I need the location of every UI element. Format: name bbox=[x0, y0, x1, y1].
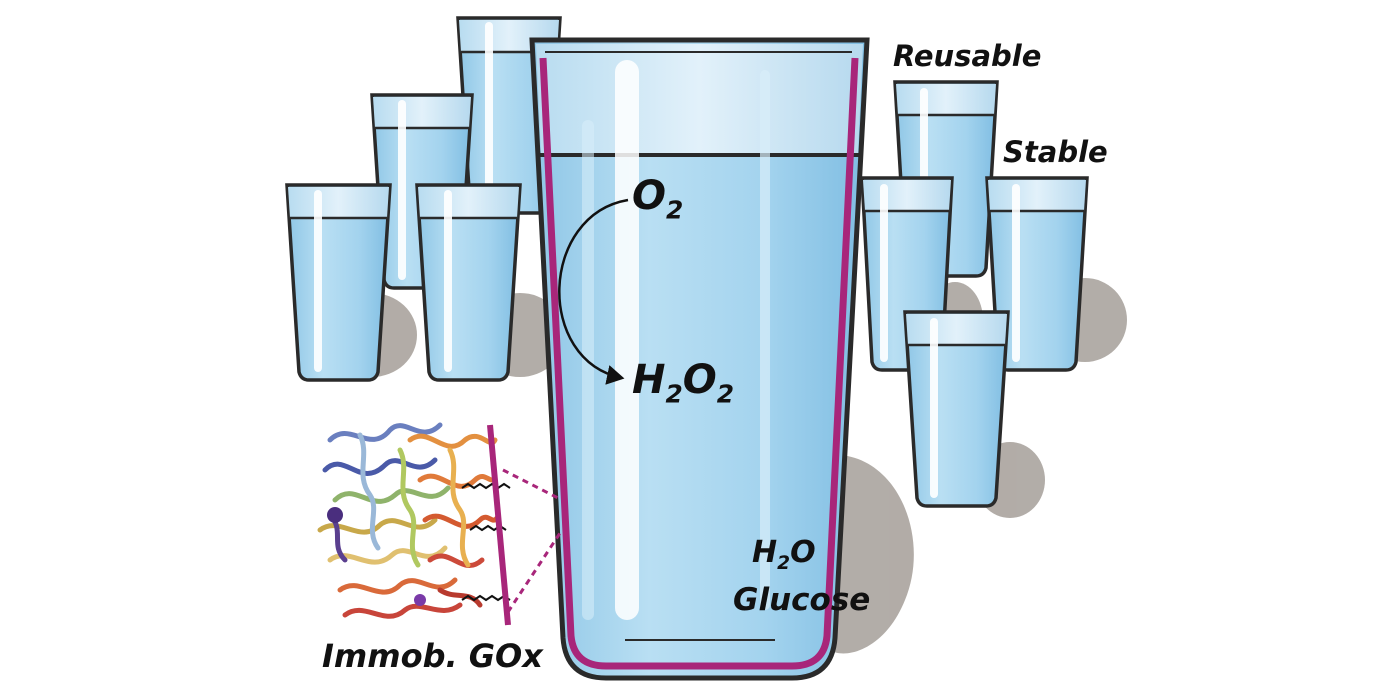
small-glass-left-front bbox=[285, 183, 392, 382]
small-glass-right-front bbox=[903, 310, 1010, 508]
large-glass bbox=[529, 37, 870, 681]
label-water: H2O bbox=[752, 535, 816, 575]
gox-enzyme-structure bbox=[317, 422, 500, 619]
reaction-arrow bbox=[558, 198, 629, 385]
small-glass-center-left bbox=[415, 183, 522, 382]
label-stable: Stable bbox=[1003, 135, 1108, 169]
zoom-guide-lines bbox=[502, 468, 564, 613]
gox-coating-layer bbox=[539, 57, 859, 670]
label-immobilized-gox: Immob. GOx bbox=[322, 637, 543, 675]
label-oxygen: O2 bbox=[632, 173, 684, 225]
label-reusable: Reusable bbox=[893, 39, 1042, 73]
small-glass-right-mid-right bbox=[985, 176, 1089, 372]
label-hydrogen-peroxide: H2O2 bbox=[632, 357, 735, 409]
label-glucose: Glucose bbox=[733, 582, 871, 618]
gox-surface-bar bbox=[487, 424, 511, 626]
